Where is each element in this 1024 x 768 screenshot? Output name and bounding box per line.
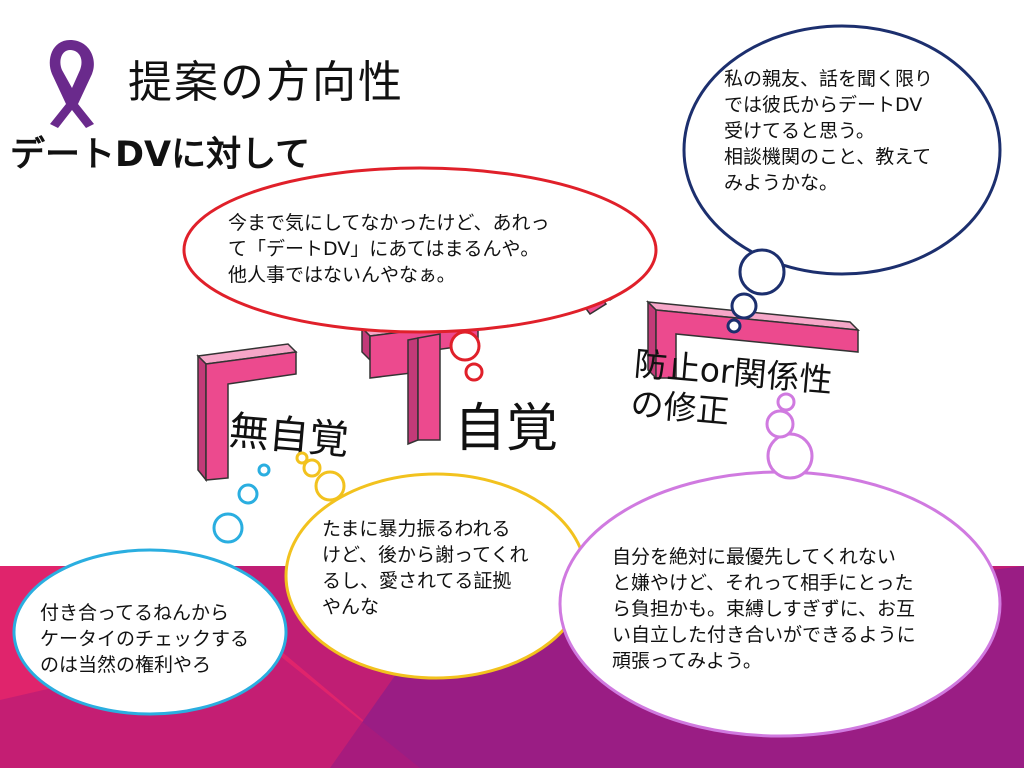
- yellow-bubble-text: たまに暴力振るわれる けど、後から謝ってくれ るし、愛されてる証拠 やんな: [322, 518, 529, 618]
- violet-bubble-text: 自分を絶対に最優先してくれない と嫌やけど、それって相手にとった ら負担かも。束…: [612, 546, 916, 672]
- slide-title: 提案の方向性: [128, 57, 404, 108]
- violet-thought-cloud: [558, 392, 1002, 738]
- stair-label-aware: 自覚: [454, 399, 559, 459]
- yellow-thought-cloud: [284, 451, 588, 680]
- blue-bubble-text: 付き合ってるねんから ケータイのチェックする のは当然の権利やろ: [40, 602, 250, 676]
- slide-subtitle: デートDVに対して: [10, 135, 311, 175]
- navy-bubble-text: 私の親友、話を聞く限り では彼氏からデートDV 受けてると思う。 相談機関のこと…: [724, 68, 934, 194]
- red-thought-cloud: [182, 166, 658, 382]
- red-bubble-text: 今まで気にしてなかったけど、あれっ て「デートDV」にあてはまるんや。 他人事で…: [228, 212, 550, 286]
- blue-thought-cloud: [12, 463, 288, 716]
- navy-thought-cloud: [682, 24, 1002, 334]
- stair-step-1: [196, 343, 298, 483]
